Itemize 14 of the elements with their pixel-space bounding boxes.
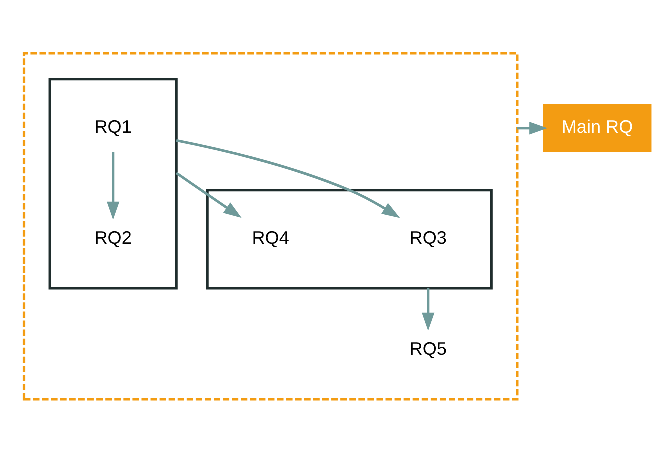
arrow	[517, 122, 548, 134]
cluster	[22, 52, 519, 400]
arrow	[422, 288, 435, 330]
cluster	[48, 78, 178, 290]
arrow	[107, 152, 120, 220]
node-text: RQ2	[94, 228, 132, 248]
node-text: RQ4	[252, 228, 290, 248]
node-text: RQ3	[410, 228, 447, 248]
arrow	[176, 172, 242, 218]
cluster	[206, 188, 493, 290]
node-text: RQ5	[410, 338, 447, 359]
node-text: RQ1	[94, 116, 132, 137]
node-box: Main RQ	[543, 104, 652, 152]
arrow	[176, 138, 400, 218]
